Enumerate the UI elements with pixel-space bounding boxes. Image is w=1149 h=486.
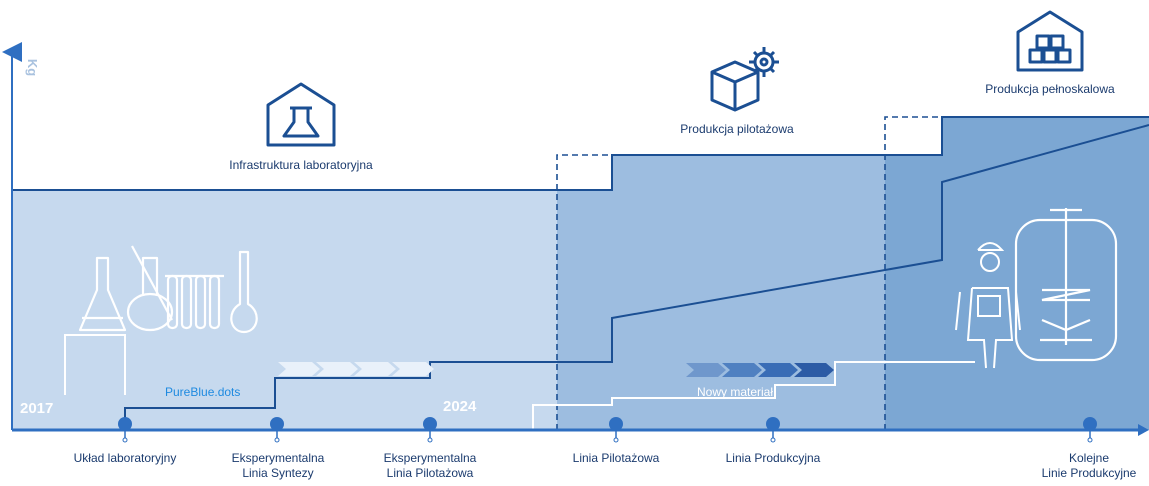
stage-label-pilot: Produkcja pilotażowa [680,122,794,136]
milestone-label-line1: Linia Produkcyjna [725,451,821,465]
reactor-icon [1014,208,1118,362]
lab-glassware-icon [78,245,258,334]
pilot-band [557,155,885,430]
progress-chevrons-dark [686,363,834,377]
new-material-label: Nowy materiał [697,385,774,399]
year-start-label: 2017 [20,400,54,417]
year-mid-label: 2024 [443,398,477,415]
milestone-pin [118,417,132,443]
milestone-pin [423,417,437,443]
stage-label-full: Produkcja pełnoskalowa [985,82,1115,96]
stage-label-lab: Infrastruktura laboratoryjna [229,158,373,172]
lab-band [12,190,557,430]
milestone-label-line1: Linia Pilotażowa [572,451,660,465]
material-line [64,334,975,430]
milestone-label: Eksperymentalna Linia Pilotażowa [384,451,477,481]
milestone-label: Linia Pilotażowa [573,451,660,466]
milestone-label: Linia Produkcyjna [726,451,821,466]
flask-house-icon [266,82,336,147]
milestone-pin [609,417,623,443]
growth-line [124,124,1149,430]
boxes-house-icon [1016,10,1084,72]
milestone-label-line2: Linie Produkcyjne [1041,466,1137,480]
progress-chevrons-light [278,362,434,376]
product-label: PureBlue.dots [165,385,241,399]
milestone-pin [766,417,780,443]
worker-icon [955,242,1021,369]
milestone-label-line1: Eksperymentalna [231,451,325,465]
milestone-label-line2: Linia Pilotażowa [386,466,474,480]
milestone-pins [118,417,1097,443]
milestone-pin [270,417,284,443]
y-axis-label: Kg [25,58,41,77]
milestone-label-line2: Linia Syntezy [242,466,314,480]
milestone-label: Eksperymentalna Linia Syntezy [232,451,325,481]
milestone-pin [1083,417,1097,443]
milestone-label: Układ laboratoryjny [74,451,177,466]
box-gear-icon [710,47,779,112]
timeline-arrowhead [1138,424,1149,436]
pilot-dashed-frame [556,116,942,430]
milestone-label: Kolejne Linie Produkcyjne [1042,451,1137,481]
milestone-label-line1: Układ laboratoryjny [73,451,177,465]
milestone-label-line1: Kolejne [1068,451,1110,465]
milestone-label-line1: Eksperymentalna [383,451,477,465]
